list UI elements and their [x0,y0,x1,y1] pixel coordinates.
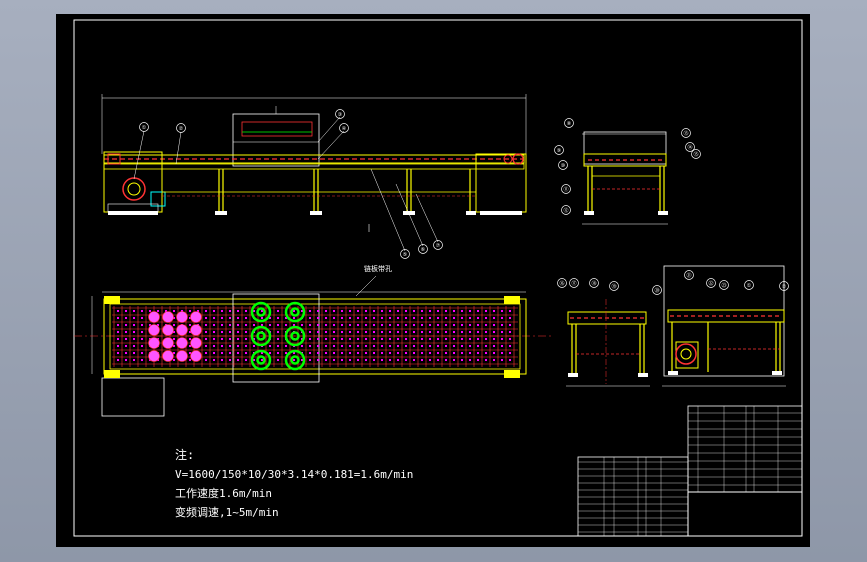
part-balloon: ⑤ [403,252,407,258]
plan-view [74,275,554,417]
front-view [101,94,527,252]
part-balloon: ㉒ [708,280,713,287]
part-balloon: ⑩ [561,163,566,169]
part-balloon: ② [782,284,787,290]
part-balloon: ⑱ [591,280,596,287]
speed-range: 变频调速,1~5m/min [175,506,279,519]
part-balloon: ③ [338,112,342,118]
part-balloon: ⑫ [563,207,568,214]
part-balloon: ⑮ [693,151,698,158]
part-balloon: ㉑ [686,272,691,279]
side-view [582,131,668,225]
part-balloon: ④ [342,126,347,132]
end-view-b [662,265,786,387]
part-balloon: ① [142,125,147,131]
part-balloon: ⑳ [654,287,659,294]
drawing-border [73,19,803,537]
notes-heading: 注: [175,448,195,462]
part-balloon: ⑪ [563,186,568,193]
part-balloon: ⑲ [611,283,616,290]
part-balloon: ⑬ [683,130,688,137]
part-balloon: ㉓ [721,282,726,289]
part-balloon: ⑰ [571,280,576,287]
working-speed: 工作速度1.6m/min [175,487,272,500]
part-balloon: ⑥ [421,247,426,253]
part-balloon: ⑯ [559,280,564,287]
end-view-a [566,299,650,387]
speed-formula: V=1600/150*10/30*3.14*0.181=1.6m/min [175,468,414,481]
part-balloon: ⑦ [436,243,441,249]
part-balloon: ① [747,283,752,289]
title-block [577,405,803,537]
part-balloon: ② [179,126,184,132]
drawing-notes: 注: V=1600/150*10/30*3.14*0.181=1.6m/min … [175,446,413,522]
chain-hole-label: 链板带孔 [364,265,392,273]
part-balloon: ⑨ [557,148,561,154]
part-balloon: ⑭ [687,144,692,151]
part-balloon: ⑧ [567,121,572,127]
